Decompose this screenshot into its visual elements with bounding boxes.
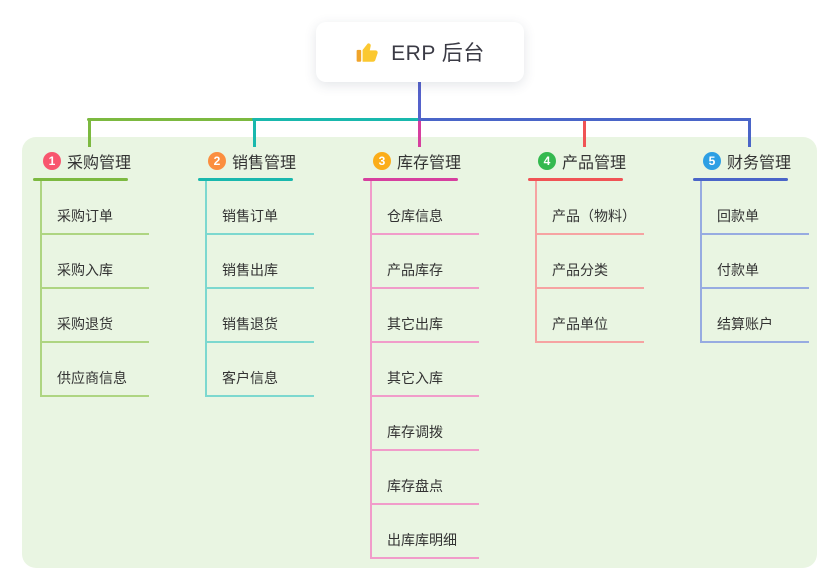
child-node-row: 产品单位 — [535, 289, 644, 343]
branch-drop-line-5 — [748, 118, 751, 147]
branch-column-3: 3 库存管理 仓库信息 产品库存 其它出库 其它入库 库存调拨 库存盘点 出库库… — [363, 149, 528, 559]
root-trunk-line — [418, 82, 421, 121]
branch-number-badge: 4 — [538, 152, 556, 170]
child-node[interactable]: 产品单位 — [535, 314, 644, 343]
branch-number-badge: 1 — [43, 152, 61, 170]
branch-header[interactable]: 1 采购管理 — [43, 149, 198, 173]
branch-underline — [693, 178, 788, 181]
child-node-row: 供应商信息 — [40, 343, 149, 397]
branch-header[interactable]: 5 财务管理 — [703, 149, 839, 173]
child-node-row: 库存盘点 — [370, 451, 479, 505]
child-node[interactable]: 其它入库 — [370, 368, 479, 397]
child-node-row: 采购退货 — [40, 289, 149, 343]
child-node-row: 客户信息 — [205, 343, 314, 397]
branch-children: 产品（物料） 产品分类 产品单位 — [535, 181, 644, 343]
child-node[interactable]: 销售订单 — [205, 206, 314, 235]
branch-header[interactable]: 2 销售管理 — [208, 149, 363, 173]
child-node-row: 回款单 — [700, 181, 809, 235]
child-node-row: 采购订单 — [40, 181, 149, 235]
child-node[interactable]: 采购入库 — [40, 260, 149, 289]
bus-segment-right — [418, 118, 750, 121]
branch-column-2: 2 销售管理 销售订单 销售出库 销售退货 客户信息 — [198, 149, 363, 397]
root-node[interactable]: ERP 后台 — [316, 22, 524, 82]
child-node[interactable]: 供应商信息 — [40, 368, 149, 397]
child-node[interactable]: 采购退货 — [40, 314, 149, 343]
branch-header[interactable]: 4 产品管理 — [538, 149, 693, 173]
child-node[interactable]: 采购订单 — [40, 206, 149, 235]
branch-column-1: 1 采购管理 采购订单 采购入库 采购退货 供应商信息 — [33, 149, 198, 397]
child-node-row: 产品分类 — [535, 235, 644, 289]
branch-underline — [528, 178, 623, 181]
child-node[interactable]: 付款单 — [700, 260, 809, 289]
branch-number-badge: 5 — [703, 152, 721, 170]
child-node-row: 出库库明细 — [370, 505, 479, 559]
child-node[interactable]: 其它出库 — [370, 314, 479, 343]
branch-label: 财务管理 — [727, 155, 792, 172]
branch-label: 产品管理 — [562, 155, 627, 172]
child-node[interactable]: 产品分类 — [535, 260, 644, 289]
child-node[interactable]: 产品（物料） — [535, 206, 644, 235]
child-node[interactable]: 回款单 — [700, 206, 809, 235]
branch-number-badge: 3 — [373, 152, 391, 170]
branch-children: 回款单 付款单 结算账户 — [700, 181, 809, 343]
bus-segment-left — [87, 118, 254, 121]
thumbs-up-icon — [355, 39, 381, 65]
root-title: ERP 后台 — [391, 42, 485, 65]
branch-column-5: 5 财务管理 回款单 付款单 结算账户 — [693, 149, 839, 343]
child-node[interactable]: 客户信息 — [205, 368, 314, 397]
child-node[interactable]: 库存盘点 — [370, 476, 479, 505]
branch-drop-line-1 — [88, 118, 91, 147]
branch-header[interactable]: 3 库存管理 — [373, 149, 528, 173]
branch-children: 仓库信息 产品库存 其它出库 其它入库 库存调拨 库存盘点 出库库明细 — [370, 181, 479, 559]
branch-drop-line-3 — [418, 121, 421, 147]
child-node-row: 销售退货 — [205, 289, 314, 343]
branch-column-4: 4 产品管理 产品（物料） 产品分类 产品单位 — [528, 149, 693, 343]
child-node-row: 销售出库 — [205, 235, 314, 289]
child-node-row: 库存调拨 — [370, 397, 479, 451]
child-node[interactable]: 仓库信息 — [370, 206, 479, 235]
branch-underline — [33, 178, 128, 181]
child-node-row: 其它出库 — [370, 289, 479, 343]
child-node[interactable]: 结算账户 — [700, 314, 809, 343]
child-node-row: 采购入库 — [40, 235, 149, 289]
branch-underline — [198, 178, 293, 181]
bus-segment-mid — [252, 118, 419, 121]
child-node[interactable]: 库存调拨 — [370, 422, 479, 451]
child-node[interactable]: 产品库存 — [370, 260, 479, 289]
child-node[interactable]: 出库库明细 — [370, 530, 479, 559]
child-node-row: 其它入库 — [370, 343, 479, 397]
branch-label: 采购管理 — [67, 155, 132, 172]
branch-drop-line-4 — [583, 118, 586, 147]
branches-panel — [22, 137, 817, 568]
child-node[interactable]: 销售退货 — [205, 314, 314, 343]
branch-drop-line-2 — [253, 118, 256, 147]
child-node-row: 销售订单 — [205, 181, 314, 235]
branch-children: 销售订单 销售出库 销售退货 客户信息 — [205, 181, 314, 397]
branch-label: 销售管理 — [232, 155, 297, 172]
child-node-row: 产品库存 — [370, 235, 479, 289]
child-node-row: 仓库信息 — [370, 181, 479, 235]
child-node-row: 结算账户 — [700, 289, 809, 343]
branch-label: 库存管理 — [397, 155, 462, 172]
child-node[interactable]: 销售出库 — [205, 260, 314, 289]
child-node-row: 付款单 — [700, 235, 809, 289]
branch-underline — [363, 178, 458, 181]
child-node-row: 产品（物料） — [535, 181, 644, 235]
branch-children: 采购订单 采购入库 采购退货 供应商信息 — [40, 181, 149, 397]
branch-number-badge: 2 — [208, 152, 226, 170]
